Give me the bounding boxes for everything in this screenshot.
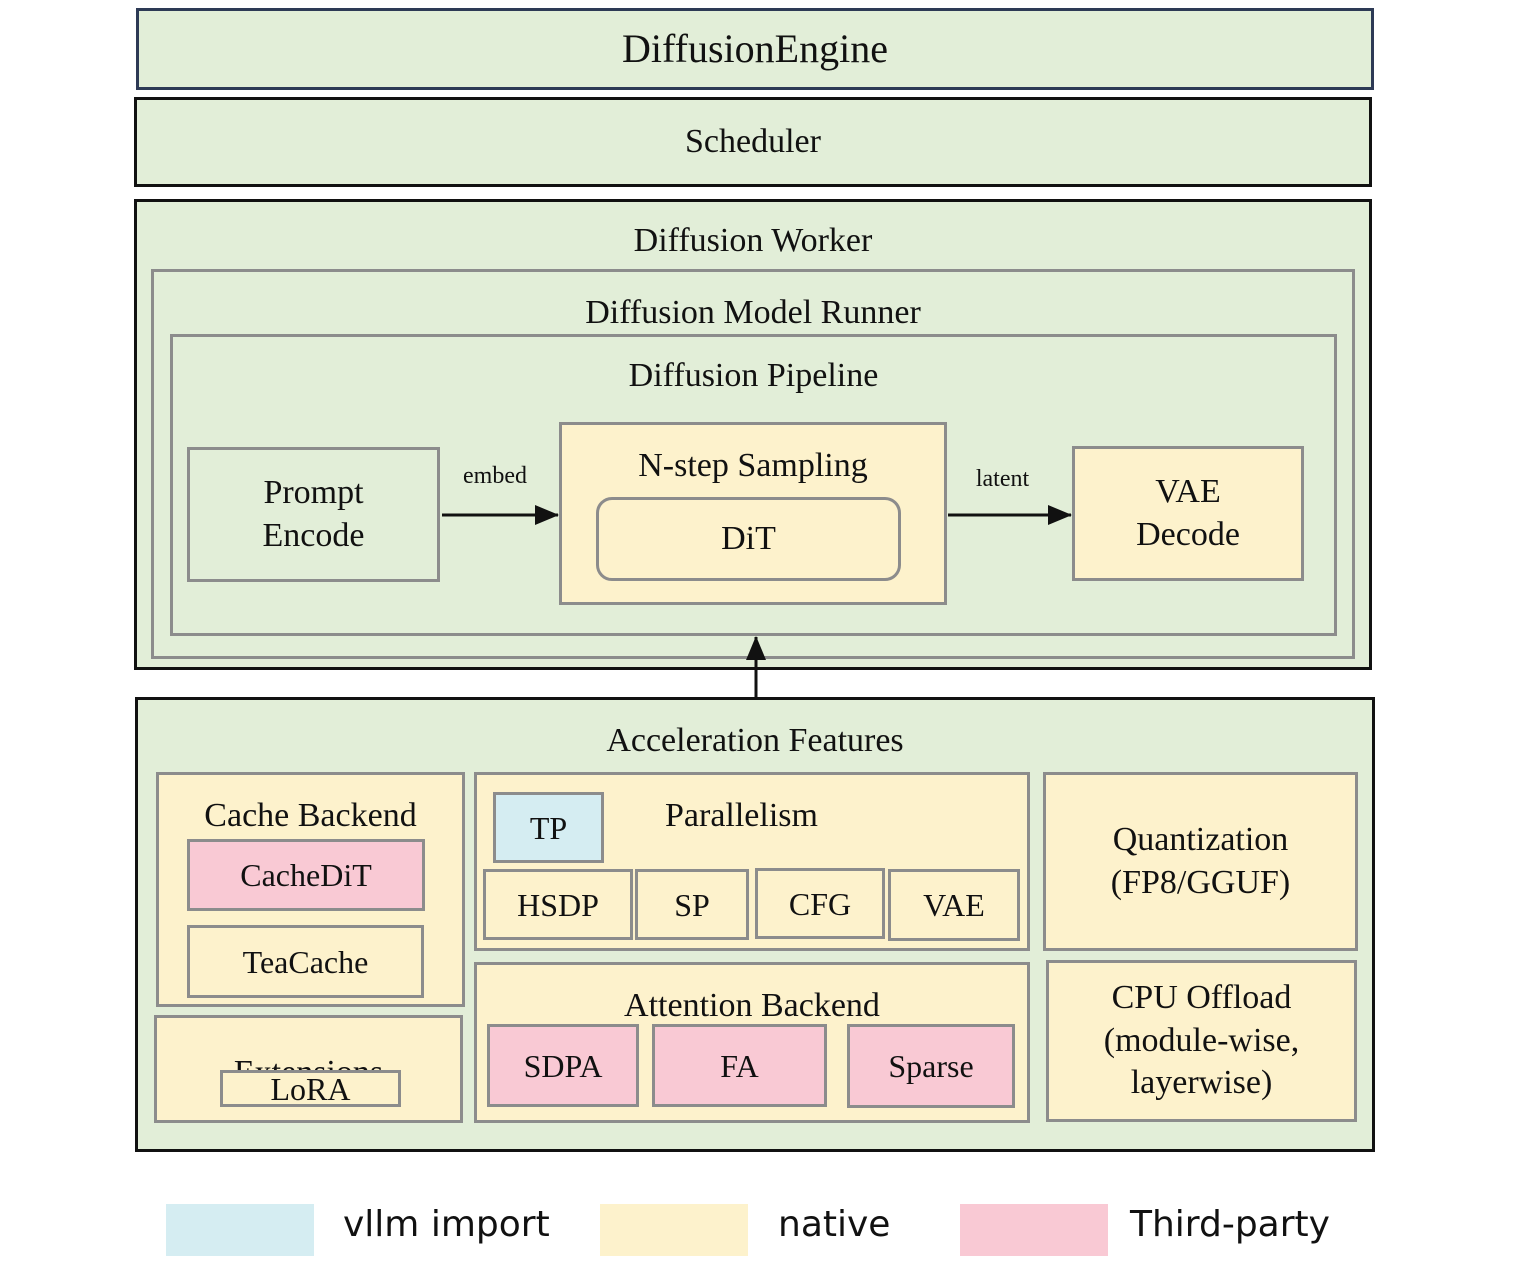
hsdp-label: HSDP: [517, 886, 599, 923]
acceleration-features-title: Acceleration Features: [606, 722, 904, 759]
n-step-sampling-title: N-step Sampling: [638, 447, 868, 484]
parallelism-title: Parallelism: [665, 797, 818, 834]
sdpa-box: SDPA: [487, 1024, 639, 1107]
lora-box: LoRA: [220, 1070, 401, 1107]
diffusion-pipeline-title: Diffusion Pipeline: [628, 357, 879, 394]
tp-box: TP: [493, 792, 604, 863]
diffusion-worker-title: Diffusion Worker: [633, 222, 873, 259]
quantization-box: Quantization (FP8/GGUF): [1043, 772, 1358, 951]
teacache-label: TeaCache: [242, 943, 369, 980]
vae-decode-line2: Decode: [1136, 515, 1240, 553]
sparse-box: Sparse: [847, 1024, 1015, 1108]
diffusion-engine-box: DiffusionEngine: [136, 8, 1374, 90]
hsdp-box: HSDP: [483, 869, 633, 940]
sparse-label: Sparse: [888, 1048, 974, 1084]
cache-backend-title: Cache Backend: [204, 797, 417, 834]
sp-box: SP: [635, 869, 749, 940]
edge-label-latent: latent: [975, 466, 1030, 492]
sdpa-label: SDPA: [523, 1047, 603, 1084]
vae-parallel-label: VAE: [923, 887, 985, 923]
cachedit-box: CacheDiT: [187, 839, 425, 911]
legend-swatch-third-party: [960, 1204, 1108, 1256]
cachedit-label: CacheDiT: [240, 857, 372, 893]
scheduler-box: Scheduler: [134, 97, 1372, 187]
cpu-offload-line2: (module-wise,: [1103, 1021, 1300, 1059]
tp-label: TP: [529, 809, 568, 846]
cfg-box: CFG: [755, 868, 885, 939]
quantization-line2: (FP8/GGUF): [1110, 863, 1291, 901]
diffusion-model-runner-title: Diffusion Model Runner: [585, 294, 921, 331]
dit-label: DiT: [721, 519, 776, 557]
cfg-label: CFG: [788, 885, 852, 922]
vae-decode-box: VAE Decode: [1072, 446, 1304, 581]
sp-label: SP: [674, 886, 710, 923]
teacache-box: TeaCache: [187, 925, 424, 998]
quantization-line1: Quantization: [1112, 821, 1289, 858]
vae-decode-line1: VAE: [1155, 473, 1221, 510]
fa-box: FA: [652, 1024, 827, 1107]
scheduler-title: Scheduler: [685, 122, 821, 160]
attention-backend-title: Attention Backend: [624, 987, 880, 1024]
fa-label: FA: [720, 1047, 759, 1084]
legend-swatch-native: [600, 1204, 748, 1256]
diffusion-engine-title: DiffusionEngine: [622, 26, 888, 71]
cpu-offload-line1: CPU Offload: [1111, 979, 1292, 1017]
cpu-offload-line3: layerwise): [1130, 1064, 1273, 1102]
legend-label-third-party: Third-party: [1130, 1204, 1330, 1245]
lora-label: LoRA: [270, 1070, 351, 1107]
prompt-encode-line1: Prompt: [263, 474, 364, 511]
edge-label-embed: embed: [463, 463, 527, 489]
legend-label-native: native: [778, 1204, 891, 1245]
cpu-offload-box: CPU Offload (module-wise, layerwise): [1046, 960, 1357, 1122]
prompt-encode-box: Prompt Encode: [187, 447, 440, 582]
vae-parallel-box: VAE: [888, 869, 1020, 941]
dit-box: DiT: [596, 497, 901, 581]
legend-swatch-vllm-import: [166, 1204, 314, 1256]
prompt-encode-line2: Encode: [262, 516, 365, 554]
legend-label-vllm-import: vllm import: [343, 1204, 550, 1245]
